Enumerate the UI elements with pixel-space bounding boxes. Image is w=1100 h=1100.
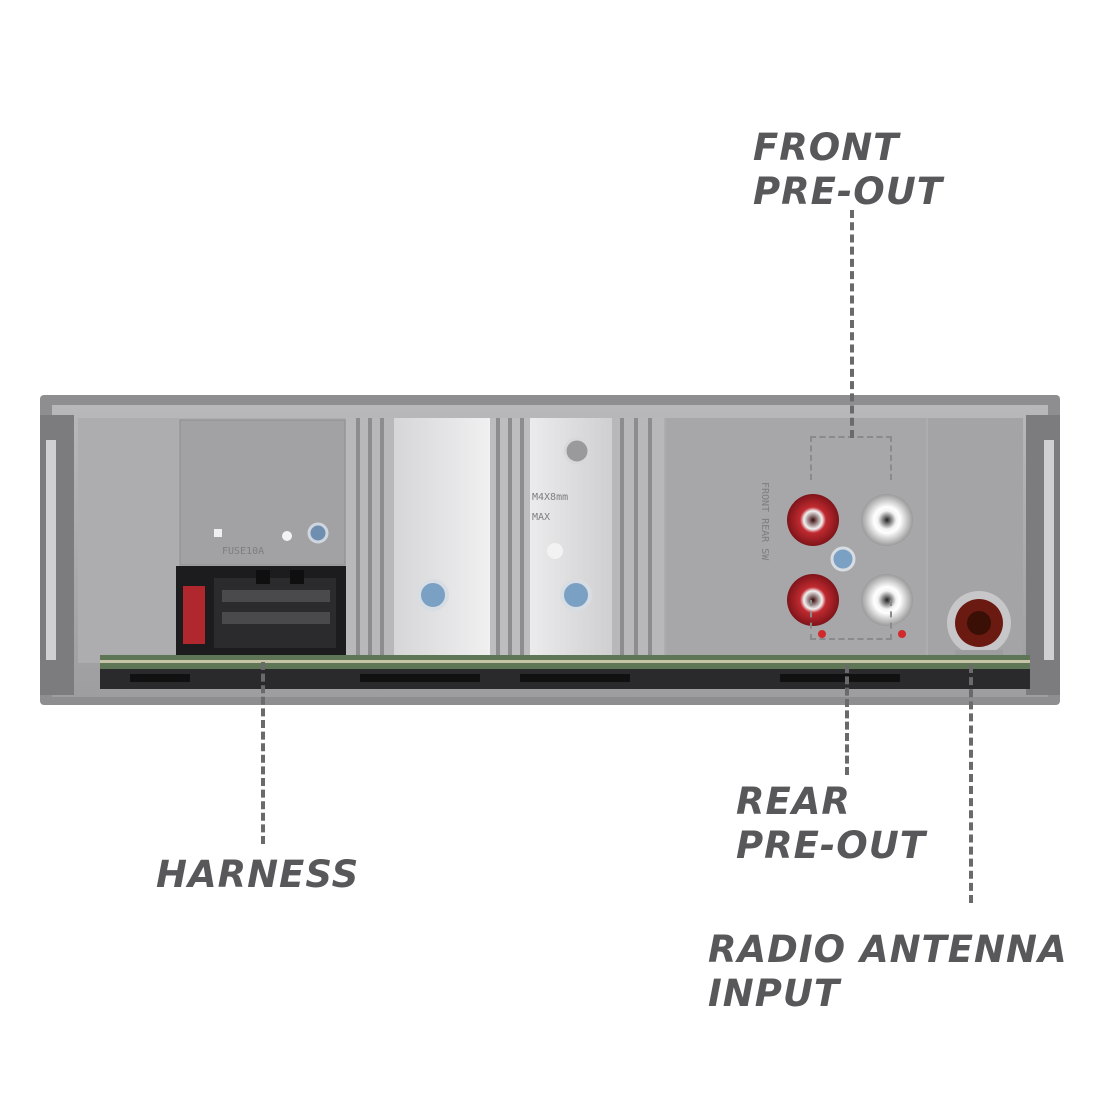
front-preout-leader-line [850, 210, 854, 438]
front-preout-bracket [810, 436, 892, 480]
front-preout-label: FRONT PRE-OUT [753, 126, 943, 214]
antenna-leader-line [969, 665, 973, 903]
rear-preout-label-line-1: REAR [736, 780, 851, 823]
antenna-input-label: RADIO ANTENNA INPUT [708, 928, 1068, 1016]
antenna-input-label-line-1: RADIO ANTENNA [708, 928, 1068, 971]
screw-max-marking: MAX [532, 512, 550, 523]
fuse-label: FUSE10A [222, 546, 264, 557]
rca-group-marking: FRONT REAR SW [759, 482, 770, 561]
harness-label: HARNESS [156, 853, 360, 896]
antenna-input-label-line-2: INPUT [708, 972, 841, 1015]
screw-size-marking: M4X8mm [532, 492, 568, 503]
rear-preout-label-line-2: PRE-OUT [736, 824, 926, 867]
rear-preout-bracket [810, 600, 892, 640]
front-preout-label-line-1: FRONT [753, 126, 900, 169]
rear-preout-leader-line [845, 665, 849, 775]
front-preout-label-line-2: PRE-OUT [753, 170, 943, 213]
harness-leader-line [261, 662, 265, 844]
rear-preout-label: REAR PRE-OUT [736, 780, 926, 868]
